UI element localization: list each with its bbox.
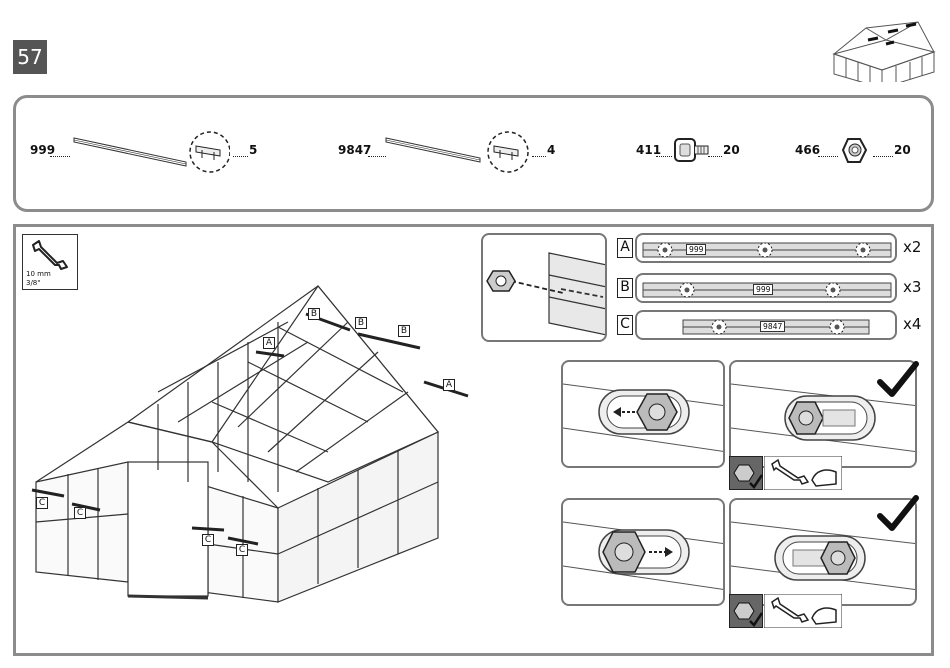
hand-wrench-icon — [764, 456, 842, 490]
rail-c-multiplier: x4 — [903, 315, 921, 333]
nut-tighten-thumb — [729, 456, 763, 490]
rail-999-icon — [70, 128, 230, 176]
checkmark-icon — [876, 494, 920, 534]
rail-letter-b: B — [617, 278, 633, 298]
checkmark-icon — [876, 360, 920, 400]
rail-b-multiplier: x3 — [903, 278, 921, 296]
nut-466-icon — [840, 135, 870, 167]
part-number-466: 466 — [795, 143, 820, 157]
rail-tag-a: A — [263, 337, 275, 349]
part-qty-411: 20 — [723, 143, 740, 157]
part-number-411: 411 — [636, 143, 661, 157]
rail-c-diagram: 9847 — [635, 310, 897, 340]
greenhouse-thumbnail — [826, 12, 942, 82]
bolt-411-icon — [672, 136, 712, 166]
part-number-9847: 9847 — [338, 143, 371, 157]
wrench-size-mm: 10 mm — [26, 270, 51, 278]
part-qty-9847: 4 — [547, 143, 555, 157]
rail-letter-a: A — [617, 238, 633, 258]
rail-letter-c: C — [617, 315, 633, 335]
rail-tag-c: C — [36, 497, 48, 509]
rail-tag-b: B — [355, 317, 367, 329]
part-qty-999: 5 — [249, 143, 257, 157]
rail-tag-c: C — [202, 534, 214, 546]
rail-b-part-label: 999 — [753, 284, 773, 295]
greenhouse-frame-illustration — [28, 282, 478, 622]
rail-b-diagram: 999 — [635, 273, 897, 303]
part-number-999: 999 — [30, 143, 55, 157]
hand-wrench-icon — [764, 594, 842, 628]
rail-tag-b: B — [398, 325, 410, 337]
bolt-slide-right-detail — [561, 498, 725, 606]
nut-tighten-thumb — [729, 594, 763, 628]
part-qty-466: 20 — [894, 143, 911, 157]
rail-a-part-label: 999 — [686, 244, 706, 255]
rail-tag-c: C — [236, 544, 248, 556]
rail-tag-b: B — [308, 308, 320, 320]
rail-tag-c: C — [74, 507, 86, 519]
bolt-insert-detail — [481, 233, 607, 342]
rail-a-diagram: 999 — [635, 233, 897, 263]
rail-a-multiplier: x2 — [903, 238, 921, 256]
wrench-icon — [29, 239, 69, 271]
rail-9847-icon — [384, 128, 534, 176]
bolt-slide-left-detail — [561, 360, 725, 468]
rail-tag-a: A — [443, 379, 455, 391]
page-number: 57 — [13, 40, 47, 74]
rail-c-part-label: 9847 — [760, 321, 785, 332]
